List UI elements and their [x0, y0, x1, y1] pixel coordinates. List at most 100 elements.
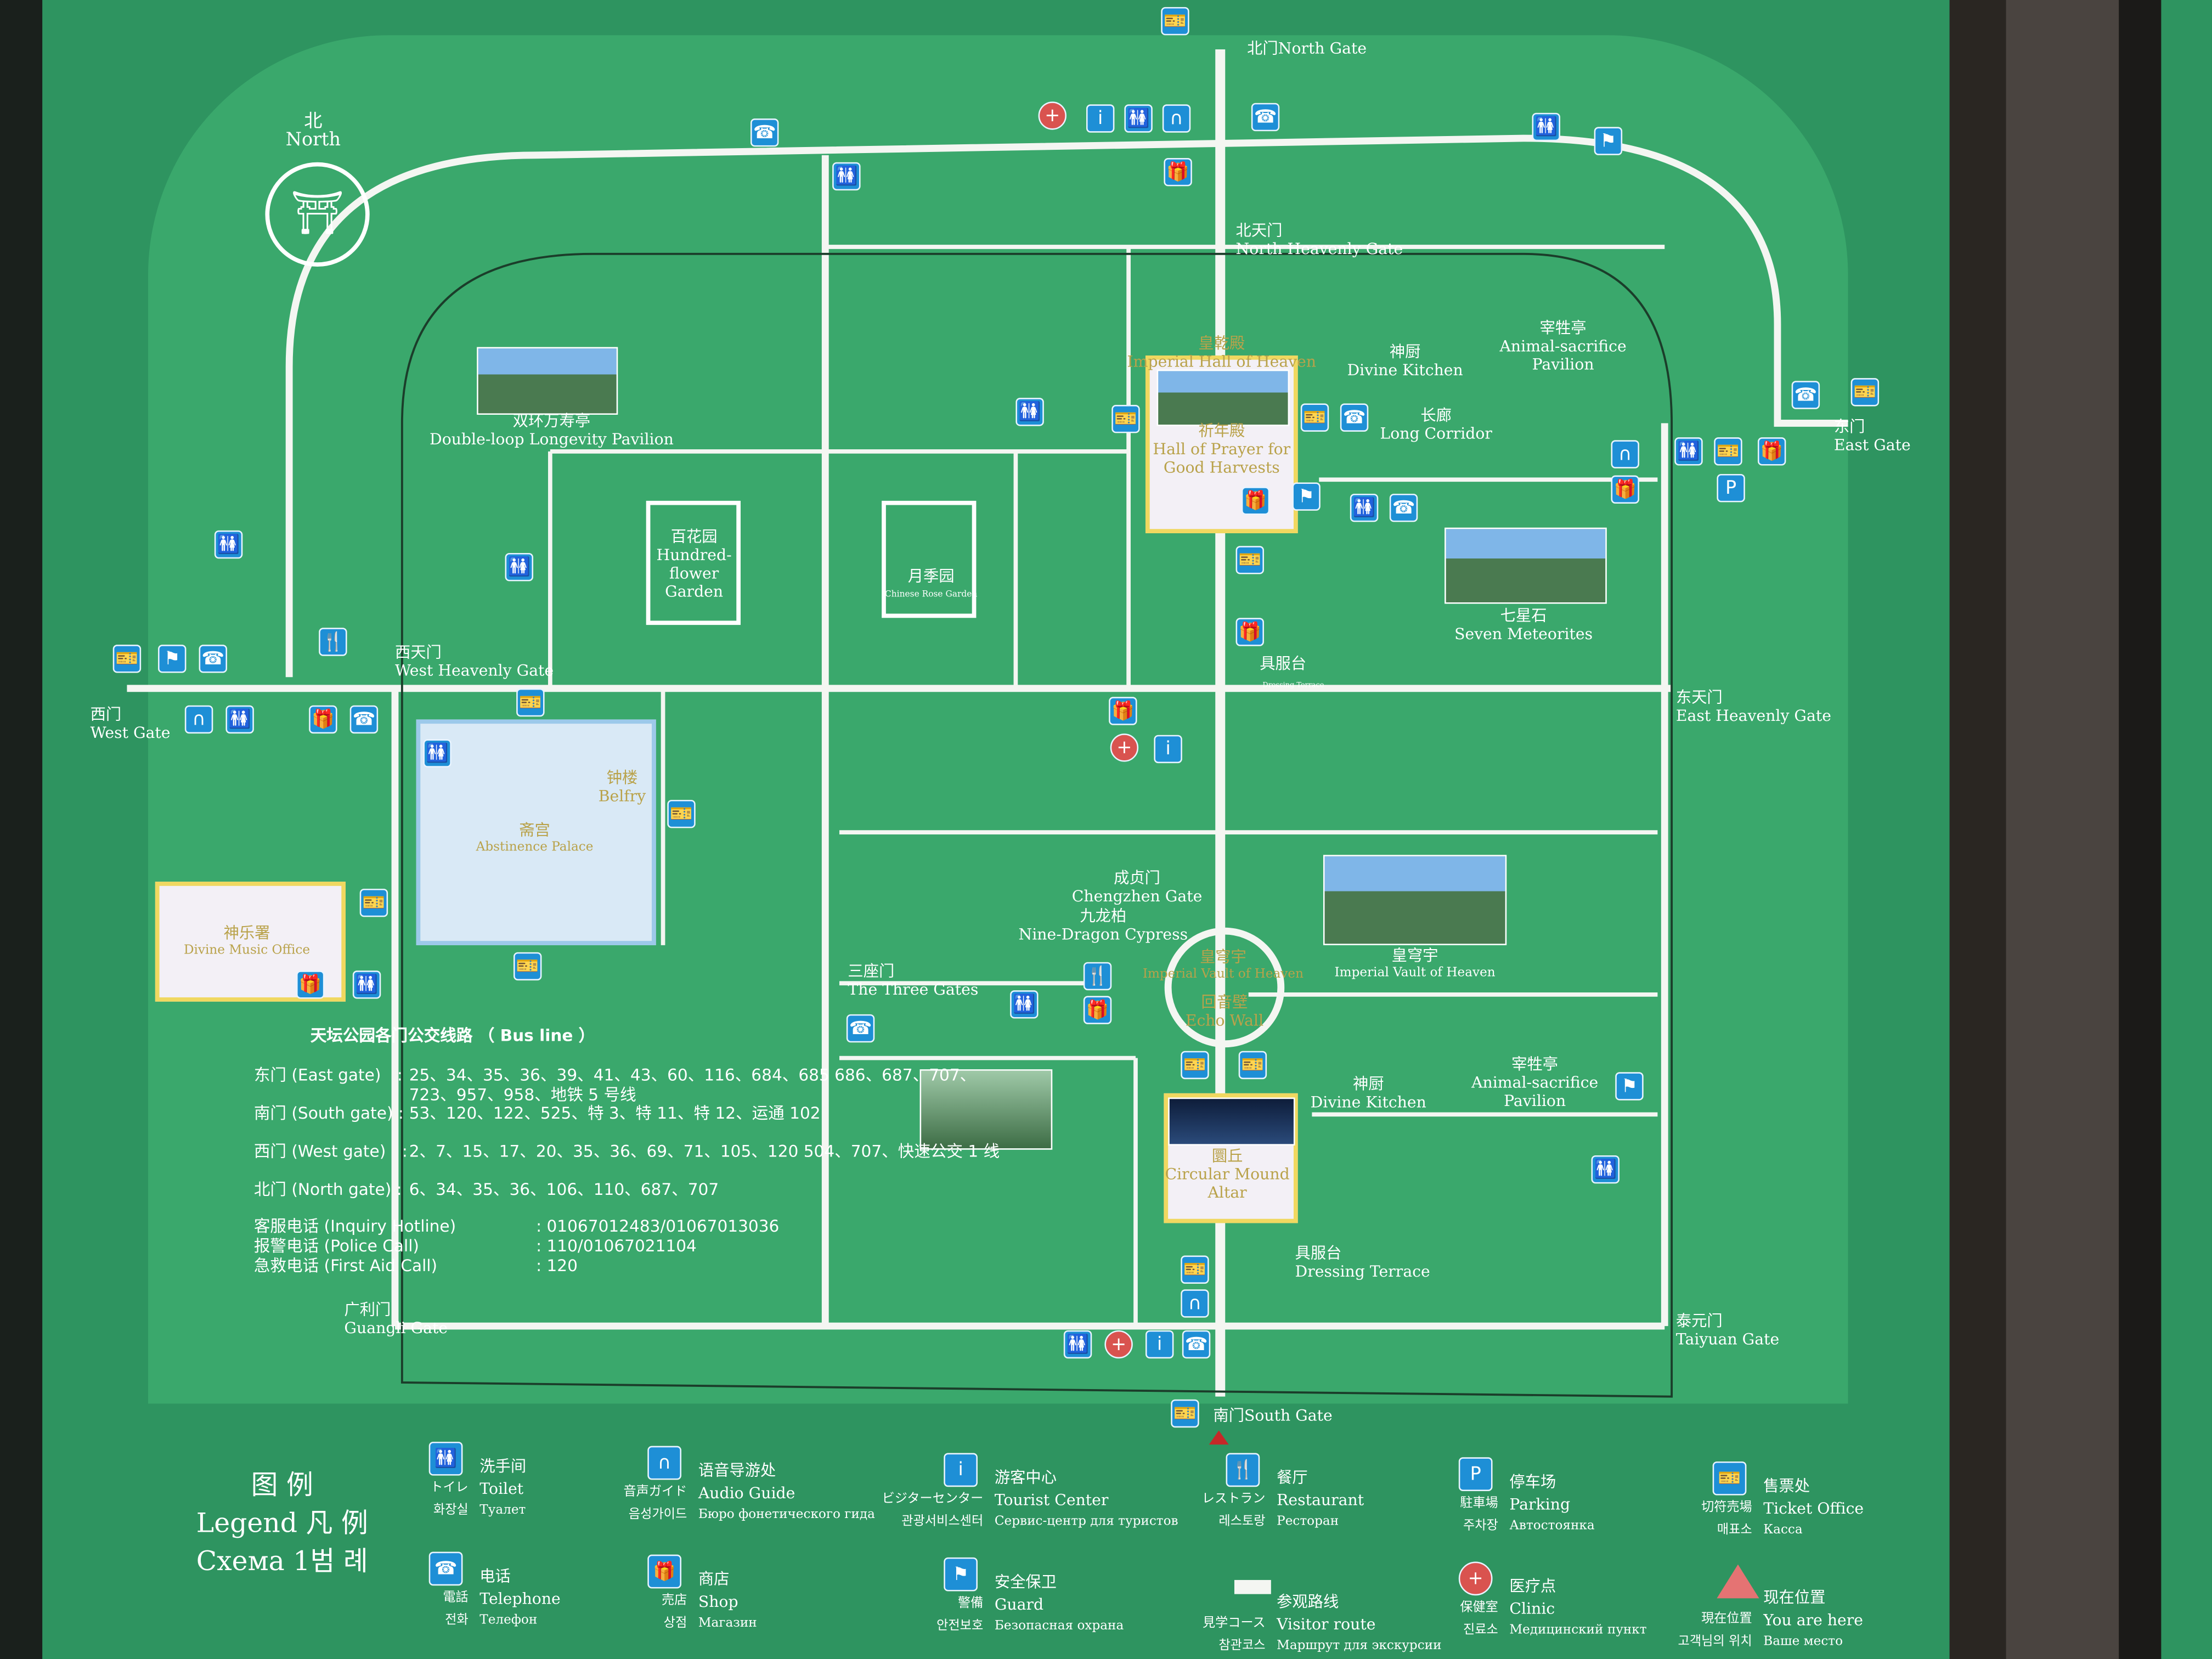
- guard-icon[interactable]: ⚑: [1615, 1072, 1644, 1101]
- toilet-icon[interactable]: 🚻: [1010, 990, 1039, 1019]
- parking-icon[interactable]: P: [1717, 473, 1745, 503]
- dressing-terrace-label: 具服台: [1260, 654, 1307, 673]
- shop-icon[interactable]: 🎁: [1164, 157, 1192, 187]
- legend-kr: 상점: [663, 1616, 687, 1631]
- legend-ru: Безопасная охрана: [994, 1619, 1124, 1634]
- legend-cn: 餐厅: [1277, 1468, 1308, 1487]
- phone-inquiry: 客服电话 (Inquiry Hotline): 01067012483/0106…: [253, 1216, 780, 1236]
- telephone-icon[interactable]: ☎: [1389, 493, 1418, 522]
- toilet-icon[interactable]: 🚻: [505, 552, 533, 582]
- ticket-icon[interactable]: 🎫: [1238, 1051, 1267, 1080]
- toilet-icon: 🚻: [428, 1441, 463, 1476]
- legend-en: Tourist Center: [994, 1491, 1109, 1510]
- restaurant-icon[interactable]: 🍴: [319, 628, 347, 656]
- phone-police: 报警电话 (Police Call): 110/01067021104: [253, 1235, 697, 1256]
- shop-icon[interactable]: 🎁: [296, 970, 325, 999]
- bus-row-north: 北门 (North gate) :6、34、35、36、106、110、687、…: [253, 1179, 719, 1199]
- ticket-icon[interactable]: 🎫: [1235, 546, 1264, 574]
- ticket-icon[interactable]: 🎫: [1714, 437, 1742, 466]
- ticket-icon[interactable]: 🎫: [1850, 378, 1880, 407]
- double-loop-pavilion-photo: [477, 347, 618, 415]
- telephone-icon[interactable]: ☎: [1791, 381, 1820, 409]
- info-icon[interactable]: i: [1086, 104, 1115, 133]
- ticket-icon[interactable]: 🎫: [516, 688, 545, 717]
- legend-cn: 现在位置: [1763, 1588, 1826, 1607]
- guard-icon[interactable]: ⚑: [1292, 482, 1321, 511]
- toilet-icon[interactable]: 🚻: [1350, 493, 1379, 522]
- shop-icon[interactable]: 🎁: [1109, 697, 1137, 725]
- toilet-icon[interactable]: 🚻: [1674, 437, 1703, 466]
- shop-icon[interactable]: 🎁: [1757, 437, 1786, 466]
- toilet-icon[interactable]: 🚻: [423, 739, 452, 768]
- info-icon[interactable]: i: [1154, 735, 1182, 764]
- telephone-icon[interactable]: ☎: [349, 705, 379, 734]
- ticket-icon[interactable]: 🎫: [1300, 403, 1329, 432]
- toilet-icon[interactable]: 🚻: [352, 970, 381, 999]
- legend-en: Parking: [1509, 1495, 1571, 1514]
- audio-guide-icon[interactable]: ∩: [1162, 104, 1191, 133]
- telephone-icon[interactable]: ☎: [750, 118, 779, 147]
- adjacent-sign: [2161, 0, 2212, 1659]
- ticket-icon[interactable]: 🎫: [1181, 1051, 1209, 1080]
- shop-icon[interactable]: 🎁: [1235, 618, 1264, 646]
- ticket-icon[interactable]: 🎫: [667, 799, 696, 828]
- guard-icon[interactable]: ⚑: [157, 645, 187, 673]
- toilet-icon[interactable]: 🚻: [1124, 104, 1153, 133]
- restaurant-icon[interactable]: 🍴: [1083, 962, 1112, 991]
- legend-ru: Касса: [1763, 1523, 1803, 1538]
- ticket-icon[interactable]: 🎫: [1181, 1255, 1209, 1284]
- shop-icon[interactable]: 🎁: [1083, 996, 1112, 1024]
- ticket-icon[interactable]: 🎫: [513, 952, 542, 981]
- shop-icon[interactable]: 🎁: [1611, 475, 1639, 504]
- ticket-icon[interactable]: 🎫: [112, 645, 142, 673]
- ticket-icon[interactable]: 🎫: [1161, 7, 1189, 36]
- telephone-icon[interactable]: ☎: [1340, 403, 1369, 432]
- info-icon[interactable]: i: [1145, 1330, 1174, 1359]
- telephone-icon[interactable]: ☎: [1182, 1330, 1211, 1359]
- toilet-icon[interactable]: 🚻: [832, 162, 861, 191]
- ticket-icon[interactable]: 🎫: [359, 888, 388, 917]
- telephone-icon[interactable]: ☎: [199, 645, 227, 673]
- toilet-icon[interactable]: 🚻: [1015, 398, 1044, 426]
- ticket-icon[interactable]: 🎫: [1171, 1399, 1199, 1428]
- parking-icon: P: [1458, 1457, 1493, 1491]
- bus-line-title: 天坛公园各门公交线路 （ Bus line ）: [310, 1025, 595, 1046]
- clinic-icon[interactable]: +: [1104, 1330, 1133, 1359]
- guard-icon[interactable]: ⚑: [1594, 127, 1623, 155]
- telephone-icon: ☎: [428, 1551, 463, 1586]
- toilet-icon[interactable]: 🚻: [1532, 112, 1560, 142]
- clinic-icon[interactable]: +: [1110, 733, 1139, 762]
- guard-icon: ⚑: [944, 1557, 978, 1592]
- toilet-icon[interactable]: 🚻: [1063, 1330, 1092, 1359]
- legend-en: You are here: [1763, 1611, 1864, 1629]
- audio-guide-icon[interactable]: ∩: [1611, 440, 1639, 469]
- meteorites-photo: [1444, 527, 1607, 604]
- ticket-icon[interactable]: 🎫: [1111, 404, 1140, 433]
- clinic-icon[interactable]: +: [1038, 101, 1066, 130]
- toilet-icon[interactable]: 🚻: [214, 530, 243, 559]
- legend-cn: 游客中心: [994, 1468, 1057, 1487]
- legend-ru: Магазин: [698, 1616, 757, 1631]
- toilet-icon[interactable]: 🚻: [225, 705, 254, 734]
- audio-guide-icon[interactable]: ∩: [184, 705, 213, 734]
- toilet-icon[interactable]: 🚻: [1591, 1155, 1620, 1184]
- legend-en: Ticket Office: [1763, 1499, 1864, 1518]
- legend-cn: 售票处: [1763, 1477, 1810, 1496]
- legend-ru: Автостоянка: [1509, 1519, 1595, 1534]
- telephone-icon[interactable]: ☎: [1251, 103, 1280, 132]
- legend-en: Restaurant: [1277, 1491, 1364, 1510]
- telephone-icon[interactable]: ☎: [846, 1014, 875, 1043]
- shop-icon[interactable]: 🎁: [309, 705, 337, 734]
- dressing-terrace-en-label: Dressing Terrace: [1262, 681, 1324, 690]
- audio-guide-icon[interactable]: ∩: [1181, 1289, 1209, 1318]
- shop-icon[interactable]: 🎁: [1241, 487, 1270, 515]
- legend-kr: 전화: [445, 1613, 469, 1628]
